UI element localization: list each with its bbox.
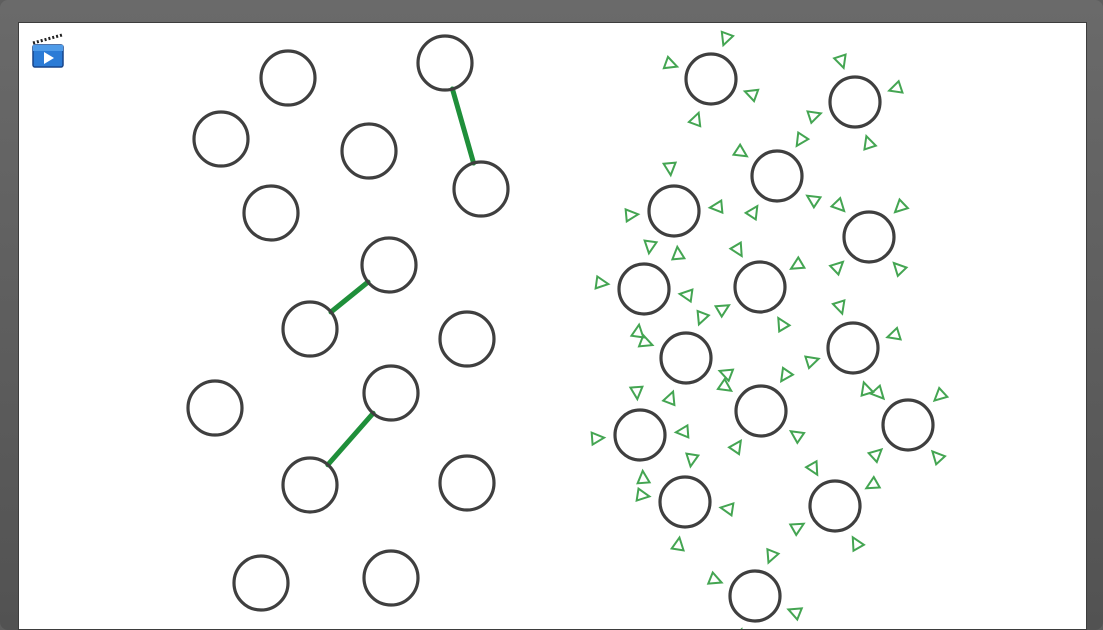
particle-circle xyxy=(232,554,290,612)
particle-circle xyxy=(438,454,496,512)
particle-circle xyxy=(617,262,671,316)
emission-arrow xyxy=(677,288,694,304)
emission-arrow xyxy=(777,316,792,334)
emission-arrow xyxy=(863,134,878,151)
particle-circle xyxy=(684,52,738,106)
particle-circle xyxy=(281,456,339,514)
emission-arrow xyxy=(713,304,731,319)
particle-circle xyxy=(750,149,804,203)
emission-arrow xyxy=(635,486,652,502)
emission-arrow xyxy=(766,547,781,565)
emission-arrow xyxy=(661,389,676,407)
particle-circle xyxy=(416,34,474,92)
emission-arrow xyxy=(687,110,702,128)
emission-arrow xyxy=(779,366,795,384)
emission-arrow xyxy=(885,326,903,341)
emission-arrow xyxy=(643,239,659,256)
emission-arrow xyxy=(788,429,806,445)
emission-arrow xyxy=(930,449,947,467)
particle-circle xyxy=(360,236,418,294)
emission-arrow xyxy=(806,110,823,125)
clapperboard-icon xyxy=(32,33,64,68)
emission-arrow xyxy=(720,30,735,48)
emission-arrow xyxy=(860,380,875,398)
particle-circle xyxy=(733,260,787,314)
particle-circle xyxy=(826,321,880,375)
emission-arrow xyxy=(803,355,821,370)
emission-arrow xyxy=(716,377,734,393)
emission-arrow xyxy=(893,197,910,214)
emission-arrow xyxy=(851,535,866,553)
emission-arrow xyxy=(789,255,807,270)
particle-circle xyxy=(438,310,496,368)
emission-arrow xyxy=(590,431,607,447)
particle-circle xyxy=(242,184,300,242)
particle-circle xyxy=(808,479,862,533)
emission-arrow xyxy=(717,368,735,383)
particle-circle xyxy=(340,122,398,180)
emission-arrow xyxy=(628,385,644,402)
particle-circle xyxy=(452,160,510,218)
bond-line xyxy=(328,279,371,315)
particle-circle xyxy=(828,75,882,129)
emission-arrow xyxy=(727,438,743,456)
emission-arrow xyxy=(869,383,886,401)
emission-arrow xyxy=(728,240,743,258)
emission-arrow xyxy=(864,475,882,490)
particle-circle xyxy=(259,49,317,107)
emission-arrow xyxy=(629,322,645,339)
emission-arrow xyxy=(866,447,884,464)
illustration xyxy=(186,30,950,629)
particle-circle xyxy=(881,398,935,452)
emission-arrow xyxy=(707,198,724,215)
particle-circle xyxy=(658,475,712,529)
emission-arrow xyxy=(788,522,806,537)
emission-arrow xyxy=(696,309,711,327)
emission-arrow xyxy=(742,88,760,103)
emission-arrow xyxy=(673,423,690,439)
emission-arrow xyxy=(805,194,823,210)
emission-arrow xyxy=(828,260,845,277)
particle-circle xyxy=(281,300,339,358)
emission-arrow xyxy=(718,502,735,518)
particle-circle xyxy=(734,384,788,438)
emission-arrow xyxy=(743,204,759,222)
emission-arrow xyxy=(636,468,652,485)
bond-line xyxy=(325,410,376,468)
particle-circle xyxy=(842,210,896,264)
emission-arrow xyxy=(831,298,846,316)
emission-arrow xyxy=(887,79,904,94)
emission-arrow xyxy=(832,53,847,70)
particle-circle xyxy=(362,549,420,607)
particle-circle xyxy=(647,184,701,238)
emission-arrow xyxy=(669,535,685,552)
particle-circle xyxy=(613,408,667,462)
particle-circle xyxy=(728,569,782,623)
emission-arrow xyxy=(706,570,724,585)
particle-circle xyxy=(659,331,713,385)
emission-arrow xyxy=(892,261,909,278)
emission-arrow xyxy=(731,142,749,158)
particle-circle xyxy=(186,379,244,437)
emission-arrow xyxy=(685,452,701,469)
emission-arrow xyxy=(624,207,641,224)
video-canvas[interactable] xyxy=(18,22,1087,630)
emission-arrow xyxy=(670,244,687,261)
emission-arrow xyxy=(594,274,611,290)
particle-circle xyxy=(192,110,250,168)
emission-arrow xyxy=(795,130,811,148)
emission-arrow xyxy=(932,386,950,403)
emission-arrow xyxy=(786,607,804,622)
emission-arrow xyxy=(804,459,819,477)
movie-play-icon[interactable] xyxy=(29,31,67,69)
emission-arrow xyxy=(637,333,655,348)
particle-circle xyxy=(362,364,420,422)
emission-arrow xyxy=(829,196,846,213)
emission-arrow xyxy=(662,55,680,70)
bond-line xyxy=(449,86,477,166)
emission-arrow xyxy=(661,161,678,178)
